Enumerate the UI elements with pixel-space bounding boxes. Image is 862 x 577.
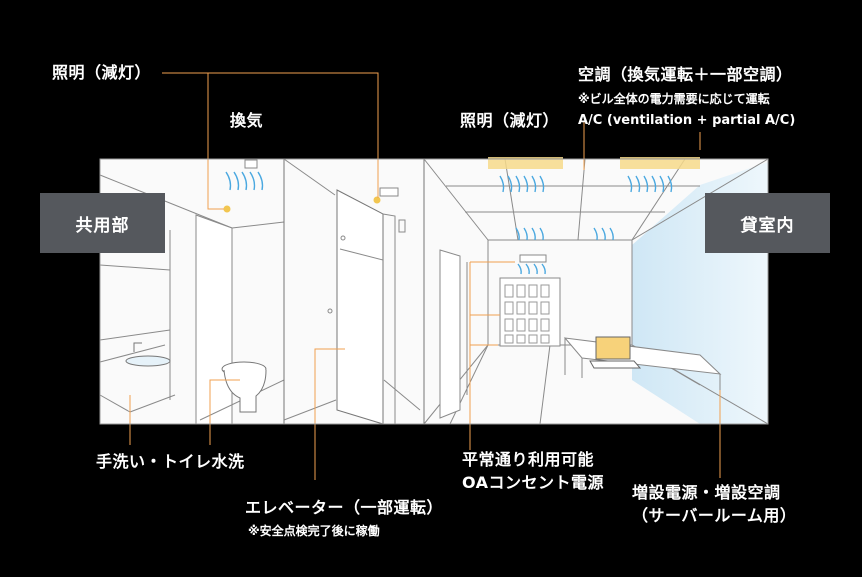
ceiling-lights — [223, 157, 700, 213]
label-lighting-left: 照明（減灯） — [52, 63, 152, 82]
label-elevator: エレベーター（一部運転） — [245, 498, 444, 517]
zone-tag-common: 共用部 — [40, 193, 165, 253]
label-ac-sub: A/C (ventilation + partial A/C) — [578, 113, 796, 128]
label-oa-line1: 平常通り利用可能 — [462, 450, 595, 469]
leader-lines — [129, 72, 721, 480]
label-lighting-right: 照明（減灯） — [460, 111, 560, 130]
label-extra-line1: 増設電源・増設空調 — [632, 483, 781, 502]
label-ac-note: ※ビル全体の電力需要に応じて運転 — [578, 92, 770, 106]
label-oa-line2: OAコンセント電源 — [462, 473, 605, 492]
label-elevator-note: ※安全点検完了後に稼働 — [248, 524, 380, 538]
label-extra-line2: （サーバールーム用） — [632, 506, 797, 525]
label-washroom: 手洗い・トイレ水洗 — [96, 452, 245, 471]
airflow-marks — [225, 171, 673, 275]
label-ac-title: 空調（換気運転＋一部空調） — [578, 65, 793, 84]
label-ventilation: 換気 — [230, 111, 264, 130]
zone-tag-tenant: 貸室内 — [705, 193, 830, 253]
